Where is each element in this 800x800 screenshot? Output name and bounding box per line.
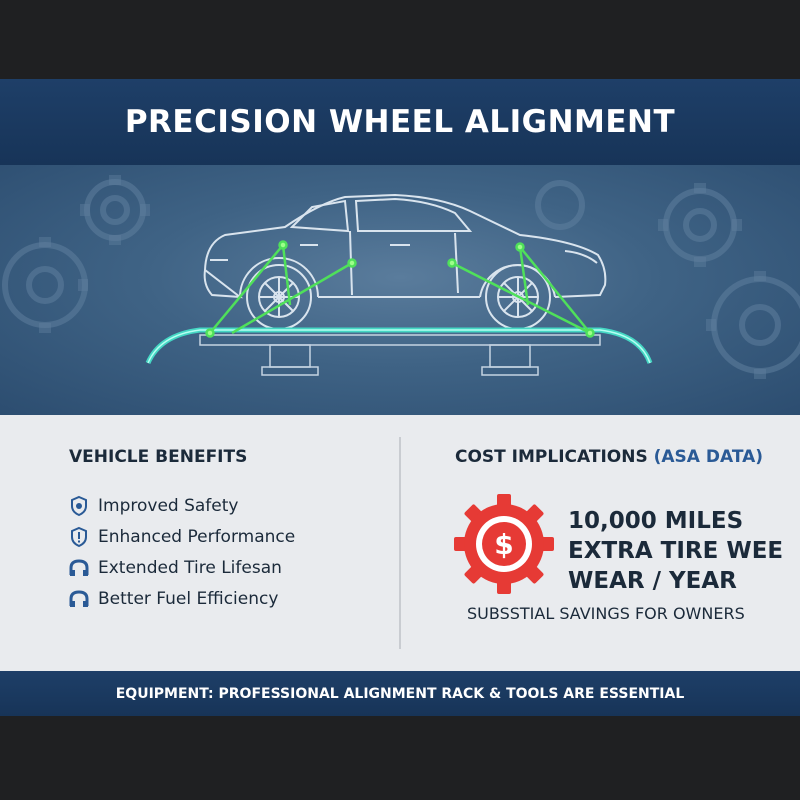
svg-text:$: $ <box>494 528 513 561</box>
dollar-gear-icon: $ <box>452 492 556 596</box>
benefits-heading: VEHICLE BENEFITS <box>69 447 248 467</box>
column-divider <box>399 437 401 649</box>
title-bar: PRECISION WHEEL ALIGNMENT <box>0 79 800 165</box>
alignment-rack <box>145 327 653 376</box>
benefit-item-fuel: Better Fuel Efficiency <box>68 588 278 610</box>
tire-icon <box>68 557 90 579</box>
shield-icon <box>68 495 90 517</box>
footer-text: EQUIPMENT: PROFESSIONAL ALIGNMENT RACK &… <box>115 685 685 702</box>
stat-line-2: EXTRA TIRE WEE <box>568 538 784 564</box>
background-gears <box>2 179 800 374</box>
hero-illustration <box>0 165 800 415</box>
laser-beams <box>205 240 595 338</box>
stat-line-1: 10,000 MILES <box>568 508 744 534</box>
savings-note: SUBSSTIAL SAVINGS FOR OWNERS <box>467 604 745 623</box>
benefit-label: Better Fuel Efficiency <box>98 589 279 609</box>
bottom-letterbox <box>0 716 800 800</box>
top-letterbox <box>0 0 800 79</box>
footer-bar: EQUIPMENT: PROFESSIONAL ALIGNMENT RACK &… <box>0 671 800 716</box>
benefit-label: Improved Safety <box>98 496 239 516</box>
fuel-icon <box>68 588 90 610</box>
costs-source: (ASA DATA) <box>653 447 764 467</box>
stat-line-3: WEAR / YEAR <box>568 568 737 594</box>
benefit-item-safety: Improved Safety <box>68 495 238 517</box>
costs-heading: COST IMPLICATIONS (ASA DATA) <box>455 447 763 467</box>
car-alignment-illustration <box>2 175 800 379</box>
costs-heading-text: COST IMPLICATIONS <box>455 447 648 467</box>
alert-shield-icon <box>68 526 90 548</box>
benefit-label: Extended Tire Lifesan <box>98 558 282 578</box>
benefit-item-performance: Enhanced Performance <box>68 526 295 548</box>
benefit-label: Enhanced Performance <box>98 527 296 547</box>
page-title: PRECISION WHEEL ALIGNMENT <box>124 104 676 140</box>
benefit-item-tire: Extended Tire Lifesan <box>68 557 282 579</box>
